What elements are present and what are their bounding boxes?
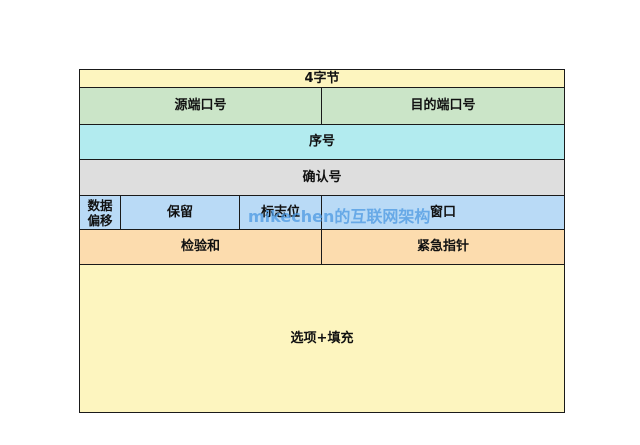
flags-field: 标志位 (239, 195, 322, 230)
reserved-field: 保留 (120, 195, 240, 230)
header-width-label: 4字节 (79, 69, 565, 88)
ack-number-label: 确认号 (302, 169, 342, 185)
checksum-field: 检验和 (79, 229, 322, 265)
urgent-pointer-field: 紧急指针 (321, 229, 565, 265)
options-padding-field: 选项+填充 (79, 264, 565, 413)
ack-number-field: 确认号 (79, 159, 565, 196)
urgent-pointer-label: 紧急指针 (416, 239, 469, 254)
header-width-text: 4字节 (304, 70, 340, 86)
destination-port-field: 目的端口号 (321, 87, 565, 125)
source-port-field: 源端口号 (79, 87, 322, 125)
data-offset-label-line2: 偏移 (87, 212, 113, 228)
sequence-number-label: 序号 (308, 134, 335, 149)
flags-label: 标志位 (260, 204, 300, 220)
destination-port-label: 目的端口号 (410, 98, 476, 113)
window-label: 窗口 (429, 204, 456, 220)
checksum-label: 检验和 (180, 239, 220, 254)
reserved-label: 保留 (166, 204, 193, 220)
sequence-number-field: 序号 (79, 124, 565, 160)
options-padding-label: 选项+填充 (290, 330, 354, 346)
data-offset-field: 数据 偏移 (79, 195, 121, 230)
source-port-label: 源端口号 (174, 98, 227, 113)
window-field: 窗口 (321, 195, 565, 230)
data-offset-label-line1: 数据 (87, 197, 113, 213)
